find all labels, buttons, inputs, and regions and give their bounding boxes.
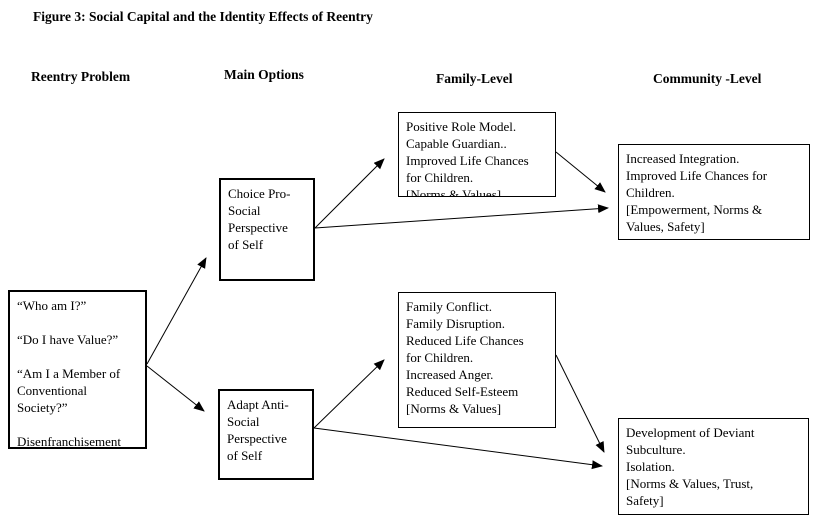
arrow-family-neg-to-community-neg	[555, 354, 605, 453]
node-text-line: Positive Role Model.	[406, 119, 517, 134]
node-text-line: Adapt Anti-	[227, 397, 289, 412]
node-text-line: of Self	[227, 448, 263, 463]
node-text-line: [Empowerment, Norms &	[626, 202, 763, 217]
node-text-line: Improved Life Chances for	[626, 168, 768, 183]
arrow-choice-to-family-pos	[314, 158, 385, 229]
node-text-line: for Children.	[406, 170, 474, 185]
node-text-line: “Who am I?”	[17, 298, 87, 313]
node-text-line: “Do I have Value?”	[17, 332, 119, 347]
node-text-line: Increased Integration.	[626, 151, 740, 166]
node-text-line	[17, 348, 142, 365]
node-text-line: Increased Anger.	[406, 367, 494, 382]
node-text-line: Reduced Life Chances	[406, 333, 524, 348]
node-text-line	[17, 314, 142, 331]
node-text-line: [Norms & Values, Trust,	[626, 476, 754, 491]
column-header-main-options: Main Options	[224, 67, 304, 82]
node-text-line: Family Disruption.	[406, 316, 505, 331]
node-reentry-problem: “Who am I?” “Do I have Value?” “Am I a M…	[8, 290, 147, 449]
node-text-line: Children.	[626, 185, 675, 200]
node-text-line: Society?”	[17, 400, 68, 415]
node-community-positive: Increased Integration. Improved Life Chan…	[618, 144, 810, 240]
arrow-choice-to-community-pos	[314, 204, 609, 229]
node-text-line: [Norms & Values]	[406, 187, 502, 197]
node-text-line: for Children.	[406, 350, 474, 365]
arrow-family-pos-to-community-pos	[555, 151, 606, 193]
node-text-line: Values, Safety]	[626, 219, 705, 234]
node-text-line: Subculture.	[626, 442, 686, 457]
arrow-reentry-to-choice	[146, 257, 207, 365]
node-text-line: Isolation.	[626, 459, 675, 474]
node-family-positive: Positive Role Model. Capable Guardian.. Im…	[398, 112, 556, 197]
node-text-line: Perspective	[227, 431, 287, 446]
arrow-adapt-to-community-neg	[313, 427, 603, 470]
node-text-line: Safety]	[626, 493, 664, 508]
node-text-line: Development of Deviant	[626, 425, 755, 440]
node-family-negative: Family Conflict. Family Disruption. Reduce…	[398, 292, 556, 428]
node-text-line: [Norms & Values]	[406, 401, 502, 416]
column-header-community-level: Community -Level	[653, 71, 762, 86]
node-text-line: of Self	[228, 237, 264, 252]
node-text-line: Conventional	[17, 383, 88, 398]
arrow-adapt-to-family-neg	[313, 359, 385, 429]
node-text-line: Social	[227, 414, 260, 429]
node-text-line: Choice Pro-	[228, 186, 291, 201]
node-text-line: Perspective	[228, 220, 288, 235]
node-text-line: Reduced Self-Esteem	[406, 384, 519, 399]
column-header-reentry-problem: Reentry Problem	[31, 69, 131, 84]
column-header-family-level: Family-Level	[436, 71, 513, 86]
node-text-line: Capable Guardian..	[406, 136, 507, 151]
node-text-line: “Am I a Member of	[17, 366, 121, 381]
node-text-line: Family Conflict.	[406, 299, 492, 314]
node-text-line: Improved Life Chances	[406, 153, 529, 168]
arrow-reentry-to-adapt	[146, 365, 205, 412]
figure-title: Figure 3: Social Capital and the Identit…	[33, 9, 373, 24]
node-text-line: Disenfranchisement	[17, 434, 121, 449]
node-text-line	[17, 416, 142, 433]
node-text-line: Social	[228, 203, 261, 218]
